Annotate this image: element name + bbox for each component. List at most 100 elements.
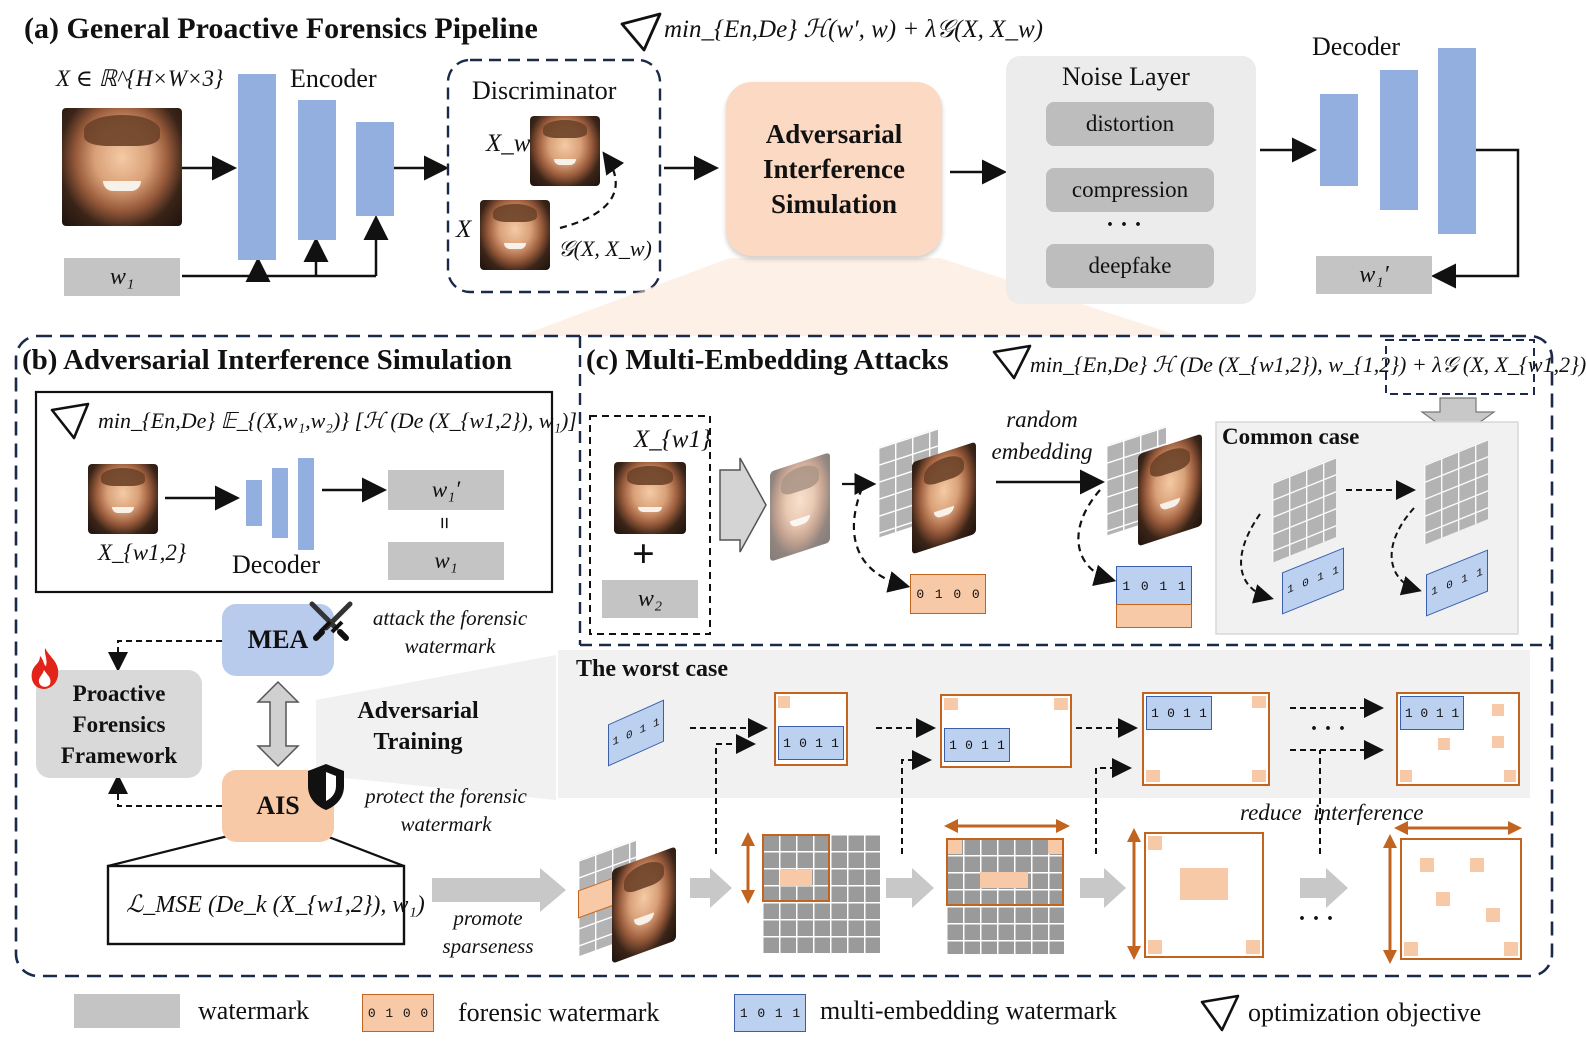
ws3-bit-1: 0 — [1167, 705, 1175, 721]
random-line-2: embedding — [991, 439, 1093, 464]
c-plus-sign: + — [632, 531, 655, 576]
input-face-image — [62, 108, 182, 226]
noise-ellipsis: · · · — [1106, 212, 1143, 238]
encoder-label: Encoder — [290, 64, 377, 93]
ws3-corner-3 — [1252, 770, 1266, 782]
panel-b-objective: min_{En,De} 𝔼_{(X,w₁,w₂)} [ℋ (De (X_{w1,… — [98, 408, 577, 433]
input-space-label: X ∈ ℝ^{H×W×3} — [56, 66, 224, 91]
mea-label: MEA — [247, 625, 309, 654]
decoder-bar-3 — [1438, 48, 1476, 234]
legend-multi-swatch: 1 0 1 1 — [734, 994, 806, 1032]
ws3-bit-2: 1 — [1183, 705, 1191, 721]
lf-bit-3: 0 — [420, 1005, 429, 1021]
sg4-fill-2 — [1470, 858, 1484, 872]
worst-step-1: 1 0 1 1 — [774, 692, 848, 766]
cw1-bit-3: 1 — [1332, 564, 1339, 580]
framework-box: Proactive Forensics Framework — [36, 670, 202, 778]
promote-line-2: sparseness — [442, 934, 534, 958]
ws2-corner-1 — [944, 698, 958, 710]
noise-deepfake-chip: deepfake — [1046, 244, 1214, 288]
ws3-corner-2 — [1146, 770, 1160, 782]
decoder-input-face — [88, 464, 158, 534]
ws4-bit-2: 1 — [1435, 705, 1444, 721]
mea-note-line-2: watermark — [404, 634, 496, 658]
b-x-label: X_{w1,2} — [98, 540, 187, 565]
xw-label: X_w — [486, 130, 531, 157]
b-decoder-bar-2 — [272, 468, 288, 538]
ais-label: AIS — [256, 791, 300, 820]
framework-line-2: Forensics — [72, 711, 166, 737]
ws1-wm: 1 0 1 1 — [778, 726, 844, 760]
sparse-grid-3 — [1144, 832, 1264, 958]
discriminator-label: Discriminator — [472, 76, 617, 105]
ws4-dot-3 — [1492, 736, 1504, 748]
ws1-bit-3: 1 — [831, 735, 839, 751]
sparse-grid-1-box — [762, 834, 830, 902]
b-equals-sign: = — [432, 516, 458, 530]
b-decoder-bar-1 — [246, 480, 262, 526]
worst-case-label: The worst case — [576, 656, 728, 682]
w1-prime-chip: w₁′ — [1316, 256, 1432, 294]
decoder-bar-1 — [1320, 94, 1358, 186]
ww-bit-0: 1 — [612, 734, 620, 750]
sg2-fill-3 — [980, 872, 1028, 888]
ws4-bit-3: 1 — [1451, 705, 1460, 721]
ais-note-line-2: watermark — [400, 812, 492, 836]
framework-line-1: Proactive — [72, 680, 166, 706]
ais-note: protect the forensic watermark — [356, 782, 536, 838]
panel-c-objective: min_{En,De} ℋ (De (X_{w1,2}), w_{1,2}) +… — [1030, 352, 1586, 377]
c-xw1-label: X_{w1} — [634, 426, 711, 453]
ws4-wm: 1 0 1 1 — [1400, 696, 1464, 730]
sg2-fill-1 — [948, 840, 962, 854]
worst-step-3: 1 0 1 1 — [1142, 692, 1270, 786]
swords-icon — [309, 601, 353, 641]
sg3-fill-3 — [1148, 940, 1162, 954]
forensic-wm-1: 0 1 0 0 — [910, 574, 986, 614]
x-label: X — [456, 216, 472, 243]
cw1-bit-1: 0 — [1302, 576, 1309, 592]
fw1-bit-2: 0 — [953, 586, 962, 602]
adversarial-training-label: Adversarial Training — [340, 696, 496, 758]
cw1-bit-0: 1 — [1287, 582, 1294, 598]
panel-a-objective: min_{En,De} ℋ(w′, w) + λ𝒢(X, X_w) — [664, 16, 1043, 43]
promote-sparseness-label: promote sparseness — [428, 904, 548, 960]
sparse-grid-2 — [946, 838, 1064, 954]
ws1-bit-1: 0 — [799, 735, 807, 751]
ws4-bit-0: 1 — [1404, 705, 1413, 721]
legend-forensic-swatch: 0 1 0 0 — [362, 994, 434, 1032]
lm-bit-0: 1 — [739, 1005, 748, 1021]
lf-bit-0: 0 — [367, 1005, 376, 1021]
sg4-fill-5 — [1404, 942, 1418, 956]
noise-compression-chip: compression — [1046, 168, 1214, 212]
w1-watermark-chip: w₁ — [64, 258, 180, 296]
lm-bit-1: 0 — [757, 1005, 766, 1021]
shield-icon — [308, 764, 344, 810]
noise-layer-label: Noise Layer — [1062, 62, 1190, 91]
promote-line-1: promote — [453, 906, 523, 930]
decoder-label-a: Decoder — [1312, 32, 1401, 61]
sparse-grid-2-box — [946, 838, 1064, 906]
ws2-wm: 1 0 1 1 — [944, 728, 1010, 762]
encoder-bar-1 — [238, 74, 276, 260]
ws1-bit-2: 1 — [815, 735, 823, 751]
mea-note: attack the forensic watermark — [362, 604, 538, 660]
decoder-bar-2 — [1380, 70, 1418, 210]
legend-objective-label: optimization objective — [1248, 998, 1482, 1027]
ws1-bit-0: 1 — [783, 735, 791, 751]
multi-wm-1: 1 0 1 1 — [1116, 566, 1192, 606]
ais-module-box: Adversarial Interference Simulation — [726, 82, 942, 256]
fire-icon — [31, 648, 59, 689]
sg3-fill-1 — [1148, 836, 1162, 850]
ws2-corner-2 — [1054, 698, 1068, 710]
sg3-fill-4 — [1246, 940, 1260, 954]
ws2-bit-3: 1 — [997, 737, 1005, 753]
sg4-fill-4 — [1486, 908, 1500, 922]
ws2-bit-2: 1 — [981, 737, 989, 753]
worst-ellipsis: · · · — [1310, 716, 1347, 742]
panel-a-title: (a) General Proactive Forensics Pipeline — [24, 12, 538, 45]
sparse-grid-4 — [1400, 838, 1522, 960]
lf-bit-2: 0 — [402, 1005, 411, 1021]
worst-step-2: 1 0 1 1 — [940, 694, 1072, 768]
lf-bit-1: 1 — [385, 1005, 394, 1021]
ww-bit-2: 1 — [639, 722, 647, 738]
